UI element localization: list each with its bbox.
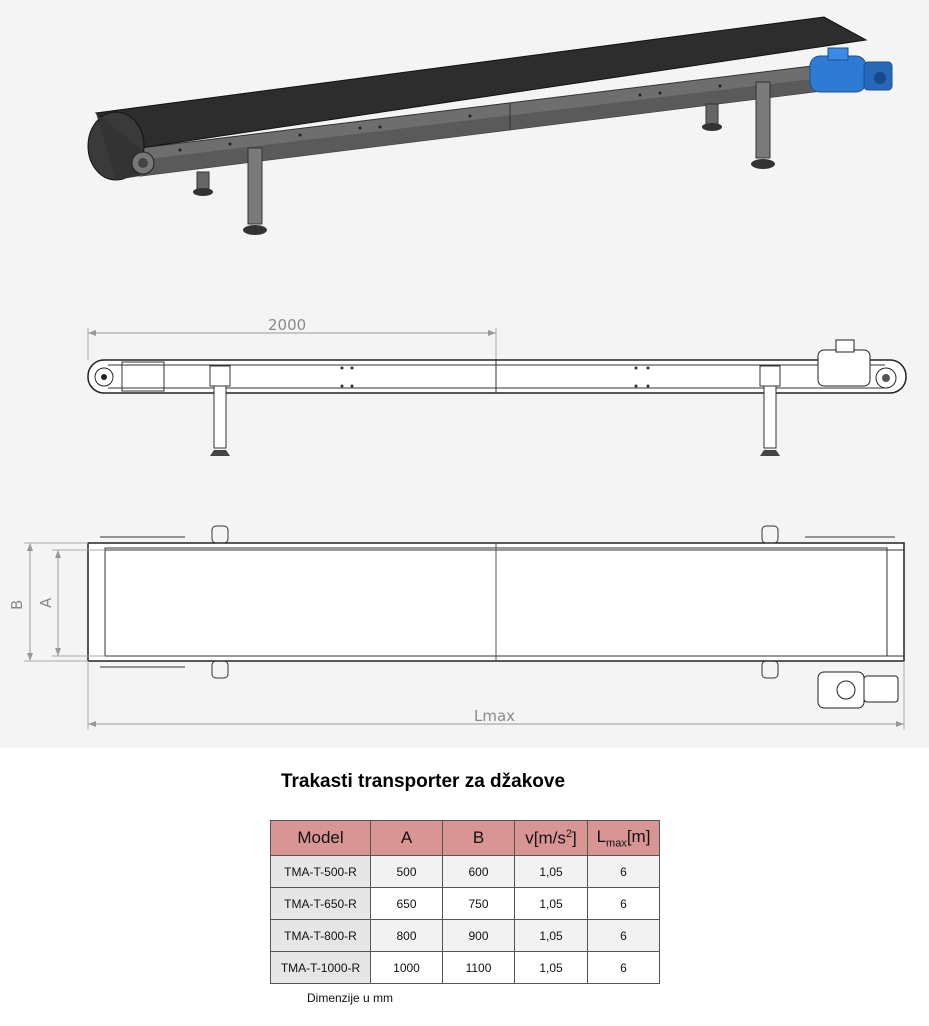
cell-a: 650 bbox=[370, 887, 443, 920]
cell-a: 1000 bbox=[370, 951, 443, 984]
cell-v: 1,05 bbox=[514, 951, 588, 984]
table-row: TMA-T-500-R 500 600 1,05 6 bbox=[270, 855, 660, 888]
table-row: TMA-T-650-R 650 750 1,05 6 bbox=[270, 887, 660, 920]
table-row: TMA-T-800-R 800 900 1,05 6 bbox=[270, 919, 660, 952]
cell-a: 800 bbox=[370, 919, 443, 952]
dimension-a-label: A bbox=[37, 597, 55, 608]
cell-lmax: 6 bbox=[587, 919, 660, 952]
cell-b: 750 bbox=[442, 887, 515, 920]
side-view: 2000 bbox=[87, 316, 907, 456]
dimension-2000-label: 2000 bbox=[268, 316, 306, 334]
cell-model: TMA-T-800-R bbox=[270, 919, 371, 952]
isometric-conveyor-view bbox=[87, 16, 893, 235]
table-row: TMA-T-1000-R 1000 1100 1,05 6 bbox=[270, 951, 660, 984]
cell-model: TMA-T-650-R bbox=[270, 887, 371, 920]
cell-a: 500 bbox=[370, 855, 443, 888]
header-model: Model bbox=[270, 820, 371, 856]
header-b: B bbox=[442, 820, 515, 856]
header-a: A bbox=[370, 820, 443, 856]
top-view: B A Lmax bbox=[8, 525, 905, 730]
cell-b: 900 bbox=[442, 919, 515, 952]
cell-b: 1100 bbox=[442, 951, 515, 984]
motor-top bbox=[817, 671, 899, 709]
dimensions-note: Dimenzije u mm bbox=[307, 991, 394, 1005]
cell-model: TMA-T-1000-R bbox=[270, 951, 371, 984]
header-lmax: Lmax[m] bbox=[587, 820, 660, 856]
cell-v: 1,05 bbox=[514, 919, 588, 952]
motor-3d bbox=[809, 47, 893, 93]
cell-v: 1,05 bbox=[514, 887, 588, 920]
motor-side bbox=[817, 339, 897, 389]
cell-lmax: 6 bbox=[587, 887, 660, 920]
table-header-row: Model A B v[m/s2] Lmax[m] bbox=[270, 820, 660, 856]
cell-b: 600 bbox=[442, 855, 515, 888]
cell-model: TMA-T-500-R bbox=[270, 855, 371, 888]
document-title: Trakasti transporter za džakove bbox=[280, 771, 566, 792]
cell-v: 1,05 bbox=[514, 855, 588, 888]
dimension-b-label: B bbox=[8, 600, 26, 610]
header-velocity: v[m/s2] bbox=[514, 820, 588, 856]
cell-lmax: 6 bbox=[587, 951, 660, 984]
cell-lmax: 6 bbox=[587, 855, 660, 888]
specification-table: Model A B v[m/s2] Lmax[m] TMA-T-500-R 50… bbox=[270, 820, 660, 984]
dimension-lmax-label: Lmax bbox=[474, 707, 515, 725]
technical-drawing: 2000 bbox=[0, 0, 929, 748]
